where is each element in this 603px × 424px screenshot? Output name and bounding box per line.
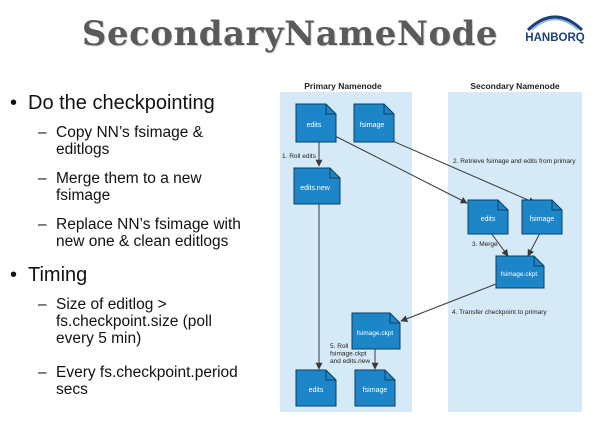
step-1-label: 1. Roll edits: [282, 153, 317, 160]
arrow-merge-edits: [490, 232, 509, 257]
svg-text:fsimage.ckpt: fsimage.ckpt: [357, 330, 394, 337]
step-3-label: 3. Merge: [472, 241, 498, 248]
dash-icon: –: [38, 216, 47, 233]
svg-text:edits: edits: [307, 122, 322, 129]
step-4-label: 4. Transfer checkpoint to primary: [452, 309, 547, 316]
step-5-label: 5. Roll fsimage.ckpt and edits.new: [330, 343, 370, 365]
slide-title: SecondaryNameNode: [81, 14, 499, 54]
svg-text:fsimage: fsimage: [363, 387, 388, 394]
dash-icon: –: [38, 364, 47, 381]
file-edits-new: edits.new: [293, 167, 341, 205]
secondary-namenode-label: Secondary Namenode: [470, 81, 560, 91]
file-fsimage-bottom: fsimage: [354, 369, 396, 407]
primary-namenode-panel: [280, 92, 412, 412]
file-edits-primary: edits: [295, 103, 337, 143]
arrow-transfer-checkpoint: [400, 283, 497, 322]
dash-icon: –: [38, 170, 47, 187]
hanborq-logo: HANBORQ: [525, 15, 585, 44]
arrow-edits-to-secondary: [334, 135, 468, 204]
svg-text:fsimage: fsimage: [530, 216, 555, 223]
file-fsimage-ckpt-primary: fsimage.ckpt: [351, 312, 401, 350]
file-edits-secondary: edits: [467, 199, 509, 235]
dash-icon: –: [38, 296, 47, 313]
svg-text:fsimage: fsimage: [360, 122, 385, 129]
svg-text:fsimage.ckpt: fsimage.ckpt: [501, 271, 538, 278]
bullet-dot-icon: •: [10, 264, 18, 286]
arrow-fsimage-to-secondary: [380, 135, 536, 204]
secondary-namenode-panel: [448, 92, 582, 412]
primary-namenode-label: Primary Namenode: [304, 81, 382, 91]
file-edits-bottom: edits: [295, 369, 337, 407]
file-fsimage-ckpt-secondary: fsimage.ckpt: [495, 255, 545, 289]
svg-text:edits: edits: [309, 387, 324, 394]
dash-icon: –: [38, 124, 47, 141]
step-2-label: 2. Retrieve fsimage and edits from prima…: [453, 158, 576, 165]
arrow-merge-fsimage: [527, 232, 541, 257]
file-fsimage-primary: fsimage: [353, 103, 395, 143]
bullet-dot-icon: •: [10, 92, 18, 114]
svg-text:edits.new: edits.new: [300, 185, 331, 192]
file-fsimage-secondary: fsimage: [521, 199, 563, 235]
svg-text:edits: edits: [481, 216, 496, 223]
logo-text: HANBORQ: [525, 32, 584, 44]
